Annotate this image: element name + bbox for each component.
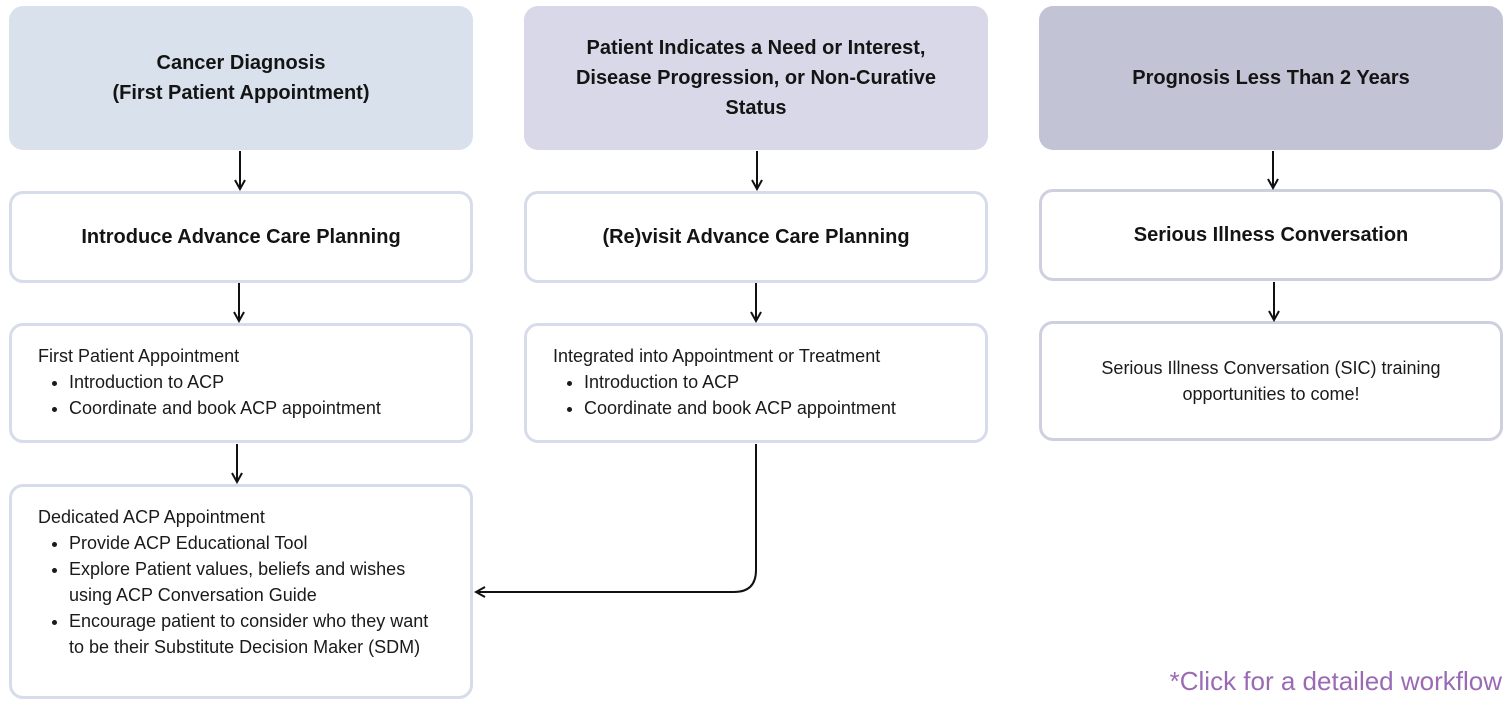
step-introduce-acp[interactable]: Introduce Advance Care Planning <box>9 191 473 283</box>
step-revisit-acp[interactable]: (Re)visit Advance Care Planning <box>524 191 988 283</box>
arrow-col2-to-dedicated-appointment <box>476 444 757 592</box>
header-line: Disease Progression, or Non-Curative <box>575 67 937 89</box>
detail-line: Serious Illness Conversation (SIC) train… <box>1101 358 1441 378</box>
header-cancer-diagnosis[interactable]: Cancer Diagnosis (First Patient Appointm… <box>9 6 473 150</box>
step-serious-illness-conversation-title: Serious Illness Conversation <box>1133 223 1409 246</box>
header-line: Prognosis Less Than 2 Years <box>1132 67 1410 89</box>
detail-heading: Integrated into Appointment or Treatment <box>553 346 881 366</box>
detailed-workflow-link[interactable]: *Click for a detailed workflow <box>1169 666 1502 696</box>
step-introduce-acp-title: Introduce Advance Care Planning <box>81 225 401 248</box>
step-serious-illness-conversation[interactable]: Serious Illness Conversation <box>1039 189 1503 281</box>
header-prognosis-text: Prognosis Less Than 2 Years <box>1132 63 1410 93</box>
detail-list: Introduction to ACP Coordinate and book … <box>553 369 965 421</box>
header-patient-indicates-need-text: Patient Indicates a Need or Interest, Di… <box>576 33 936 123</box>
detail-integrated-appointment[interactable]: Integrated into Appointment or Treatment… <box>524 323 988 443</box>
list-item: Explore Patient values, beliefs and wish… <box>69 556 446 608</box>
header-cancer-diagnosis-text: Cancer Diagnosis (First Patient Appointm… <box>112 48 369 108</box>
detail-first-patient-appointment[interactable]: First Patient Appointment Introduction t… <box>9 323 473 443</box>
detail-sic-training[interactable]: Serious Illness Conversation (SIC) train… <box>1039 321 1503 441</box>
header-line: Cancer Diagnosis <box>156 52 326 74</box>
list-item: Encourage patient to consider who they w… <box>69 608 446 660</box>
detail-line: opportunities to come! <box>1182 384 1360 404</box>
detail-heading: First Patient Appointment <box>38 346 240 366</box>
detail-sic-text: Serious Illness Conversation (SIC) train… <box>1101 355 1440 407</box>
list-item: Introduction to ACP <box>584 369 965 395</box>
list-item: Coordinate and book ACP appointment <box>69 395 450 421</box>
header-line: Patient Indicates a Need or Interest, <box>586 37 926 59</box>
list-item: Provide ACP Educational Tool <box>69 530 446 556</box>
detail-heading: Dedicated ACP Appointment <box>38 507 265 527</box>
header-patient-indicates-need[interactable]: Patient Indicates a Need or Interest, Di… <box>524 6 988 150</box>
header-line: (First Patient Appointment) <box>112 82 370 104</box>
list-item: Coordinate and book ACP appointment <box>584 395 965 421</box>
detail-list: Provide ACP Educational Tool Explore Pat… <box>38 530 446 660</box>
list-item: Introduction to ACP <box>69 369 450 395</box>
step-revisit-acp-title: (Re)visit Advance Care Planning <box>602 225 910 248</box>
header-line: Status <box>725 97 787 119</box>
header-prognosis[interactable]: Prognosis Less Than 2 Years <box>1039 6 1503 150</box>
detail-list: Introduction to ACP Coordinate and book … <box>38 369 450 421</box>
detail-dedicated-acp-appointment[interactable]: Dedicated ACP Appointment Provide ACP Ed… <box>9 484 473 699</box>
